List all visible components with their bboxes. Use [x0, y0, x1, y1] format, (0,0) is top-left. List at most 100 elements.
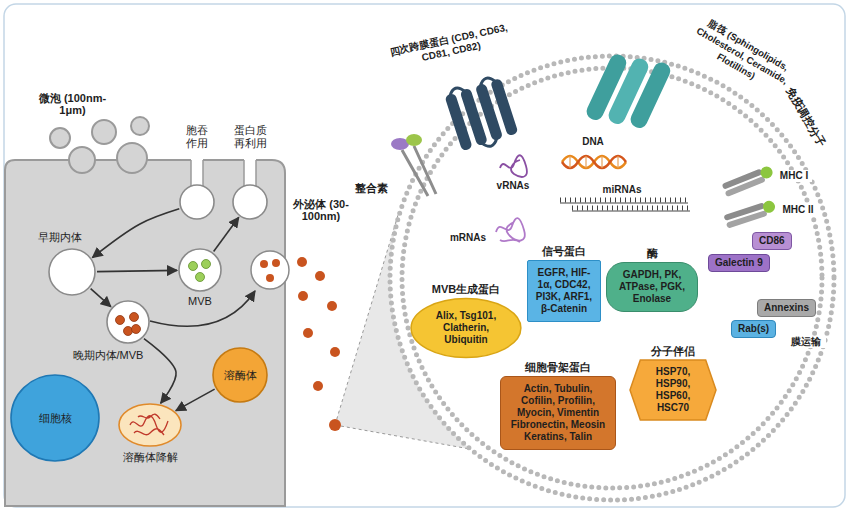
annotation-label: 四次跨膜蛋白 (CD9, CD63, CD81, CD82) [374, 19, 526, 74]
recycling-vesicle: 蛋白质 再利用 [232, 184, 268, 220]
dna-strand [562, 156, 626, 168]
late-endosome: 晚期内体/MVB [106, 300, 150, 344]
pathway-arrow [176, 389, 215, 411]
dna-strand [562, 156, 626, 168]
annotation-label: 微泡 (100nm-1μm) [35, 92, 110, 116]
membrane-outer [390, 56, 834, 500]
group-body: EGFR, HIF-1α, CDC42, PI3K, ARF1, β-Caten… [527, 260, 601, 322]
exosome-dot [260, 260, 268, 268]
microvesicle [92, 120, 116, 144]
organelle-label: 早期内体 [30, 231, 90, 244]
group-members: EGFR, HIF-1α, CDC42, PI3K, ARF1, β-Caten… [534, 267, 594, 315]
intraluminal-vesicle [130, 313, 139, 322]
annotation-label: MHC II [778, 204, 818, 216]
group-members: GAPDH, PK, ATPase, PGK, Enolase [615, 269, 689, 305]
mhc-chain [725, 176, 766, 197]
exosome-dot [327, 301, 337, 311]
mirna-bases [560, 200, 690, 208]
outline-shape [178, 248, 222, 292]
exosome-group [297, 257, 340, 391]
organelle-outline [11, 375, 99, 461]
annotation-label: 外泌体 (30-100nm) [288, 198, 354, 222]
group-members: HSP70, HSP90, HSP60, HSC70 [642, 366, 704, 414]
annotation-label: vRNAs [493, 180, 533, 192]
lysosomal-degradation: 溶酶体降解 [118, 403, 182, 447]
outline-shape [48, 248, 96, 296]
mirna-strand [560, 203, 690, 211]
annotation-label: 膜运输 [786, 336, 826, 348]
intraluminal-vesicle [189, 262, 198, 271]
organelle-label: 溶酶体降解 [115, 451, 185, 464]
organelle-label: MVB [180, 295, 220, 308]
group-members: Actin, Tubulin, Cofilin, Profilin, Myoci… [507, 383, 609, 443]
lipid-raft [584, 52, 673, 131]
lysosome: 溶酶体 [212, 347, 268, 403]
cell-body [5, 160, 285, 506]
membrane-inner [402, 68, 822, 488]
protein-label: Rab(s) [731, 320, 776, 338]
organelle-outline [233, 185, 267, 219]
pathway-arrow [97, 270, 177, 271]
protein-group: 酶GAPDH, PK, ATPase, PGK, Enolase [606, 246, 698, 312]
exosome-dot [266, 274, 274, 282]
annotation-label: 免疫调控分子 [783, 83, 829, 151]
group-heading: 信号蛋白 [527, 244, 601, 258]
protein-label: Annexins [757, 299, 816, 317]
protein-label: CD86 [752, 232, 792, 250]
mvb: MVB [178, 248, 222, 292]
annotation-label: miRNAs [599, 184, 645, 196]
dna-rung [570, 156, 618, 168]
exosome-dot [315, 271, 325, 281]
peptide [759, 165, 775, 181]
organelle-outline [107, 301, 149, 343]
pathway-arrow [91, 289, 111, 307]
group-heading: 细胞骨架蛋白 [500, 360, 616, 374]
budding-microvesicle [117, 143, 147, 173]
early-endosome: 早期内体 [48, 248, 96, 296]
organelle-label: 蛋白质 再利用 [230, 124, 270, 150]
protein-group: 细胞骨架蛋白 Actin, Tubulin, Cofilin, Profilin,… [500, 360, 616, 450]
organelle-label: 晚期内体/MVB [68, 349, 148, 362]
endocytic-vesicle: 胞吞 作用 [179, 184, 215, 220]
degraded-material [130, 414, 168, 435]
peptide [761, 199, 776, 214]
frame [4, 4, 845, 507]
membrane-protein-tag: Annexins [757, 299, 816, 317]
outline-shape [106, 300, 150, 344]
vrna-strand [500, 155, 527, 177]
mhc-ii-molecule [723, 199, 777, 228]
exosome-dot [297, 257, 307, 267]
outline-shape [232, 184, 268, 220]
protein-group: MVB生成蛋白 Alix, Tsg101, Clatherin, Ubiquiti… [410, 282, 522, 358]
intraluminal-vesicle [196, 273, 205, 282]
annotation-label: MHC I [776, 170, 812, 182]
mhc-chain [726, 210, 768, 229]
organelle-label: 胞吞 作用 [183, 124, 211, 150]
intraluminal-vesicle [124, 327, 133, 336]
microvesicle [50, 128, 70, 148]
membrane-protein-tag: CD86 [752, 232, 792, 250]
pathway-arrow [214, 217, 239, 251]
intraluminal-vesicle [116, 316, 125, 325]
intraluminal-vesicle [132, 325, 141, 334]
raft-bar [628, 60, 673, 131]
microvesicle [131, 117, 149, 135]
helix [490, 78, 518, 137]
group-body: Alix, Tsg101, Clatherin, Ubiquitin [410, 298, 522, 358]
organelle-outline [180, 185, 214, 219]
exosome-ground [390, 56, 834, 500]
budding-microvesicle [69, 147, 95, 173]
organelle-label: 溶酶体 [212, 347, 268, 403]
protein-group: 信号蛋白 EGFR, HIF-1α, CDC42, PI3K, ARF1, β-C… [527, 244, 601, 322]
protein-group: 分子伴侣 HSP70, HSP90, HSP60, HSC70 [630, 344, 716, 420]
intraluminal-vesicle [202, 260, 211, 269]
pathway-arrow [144, 339, 176, 404]
secretion-arrow [150, 291, 255, 326]
group-heading: 分子伴侣 [630, 344, 716, 358]
pathway-arrow [92, 209, 179, 258]
group-heading: MVB生成蛋白 [410, 282, 522, 296]
exosome-dot [329, 419, 341, 431]
exosome-dot [330, 347, 340, 357]
